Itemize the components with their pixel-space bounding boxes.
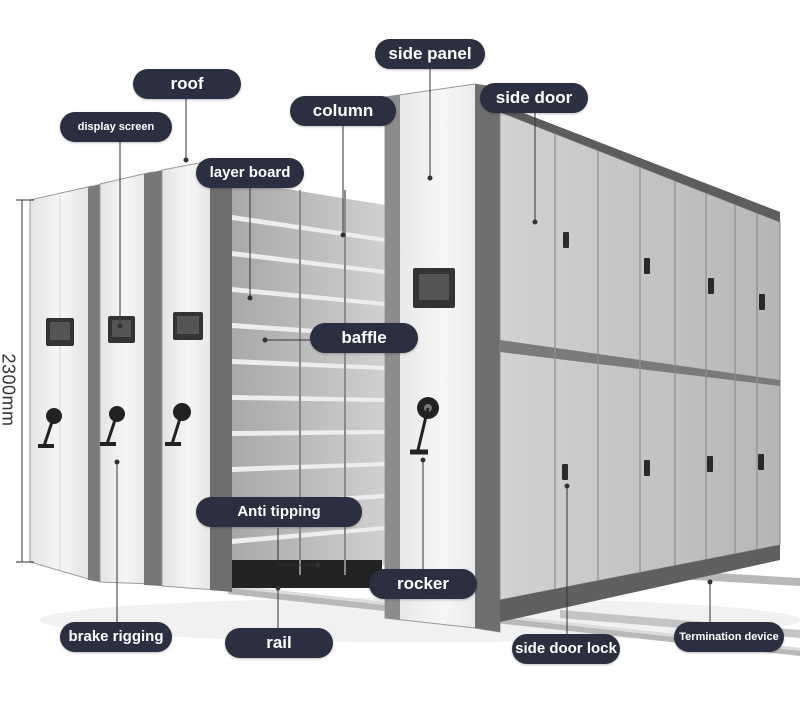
- door-lock: [708, 278, 714, 294]
- shelf-board: [232, 430, 385, 436]
- shelf-board: [232, 526, 385, 544]
- door-lock: [759, 294, 765, 310]
- door-lock: [707, 456, 713, 472]
- label-display-screen: display screen: [60, 112, 172, 142]
- label-side-panel: side panel: [375, 39, 485, 69]
- label-anti-tipping: Anti tipping: [196, 497, 362, 527]
- label-layer-board: layer board: [196, 158, 304, 188]
- handwheel-icon: [38, 397, 439, 455]
- left-cabinet-c: [161, 158, 232, 592]
- display-screen-icon: [46, 268, 455, 346]
- door-lock: [644, 258, 650, 274]
- label-brake-rigging: brake rigging: [60, 622, 172, 652]
- door-lock: [644, 460, 650, 476]
- leader-lines: [114, 68, 713, 634]
- label-side-door: side door: [480, 83, 588, 113]
- label-baffle: baffle: [310, 323, 418, 353]
- height-dimension: [16, 199, 34, 563]
- shelf-board: [232, 462, 385, 472]
- open-shelving: [232, 180, 385, 588]
- height-value: 2300mm: [0, 353, 19, 427]
- label-termination-device: Termination device: [674, 622, 784, 652]
- shelf-board: [232, 359, 385, 370]
- left-cabinet-b: [99, 170, 162, 586]
- left-cabinet-a: [29, 184, 100, 582]
- shelf-board: [232, 251, 385, 274]
- shelf-board: [232, 215, 385, 242]
- shelf-board: [232, 395, 385, 402]
- label-rocker: rocker: [369, 569, 477, 599]
- door-lock: [758, 454, 764, 470]
- label-roof: roof: [133, 69, 241, 99]
- door-lock: [562, 464, 568, 480]
- door-lock: [563, 232, 569, 248]
- shelf-board: [232, 287, 385, 306]
- right-cabinet: [384, 83, 781, 633]
- label-rail: rail: [225, 628, 333, 658]
- label-side-door-lock: side door lock: [512, 634, 620, 664]
- door-lock-icon: [562, 232, 765, 480]
- label-column: column: [290, 96, 396, 126]
